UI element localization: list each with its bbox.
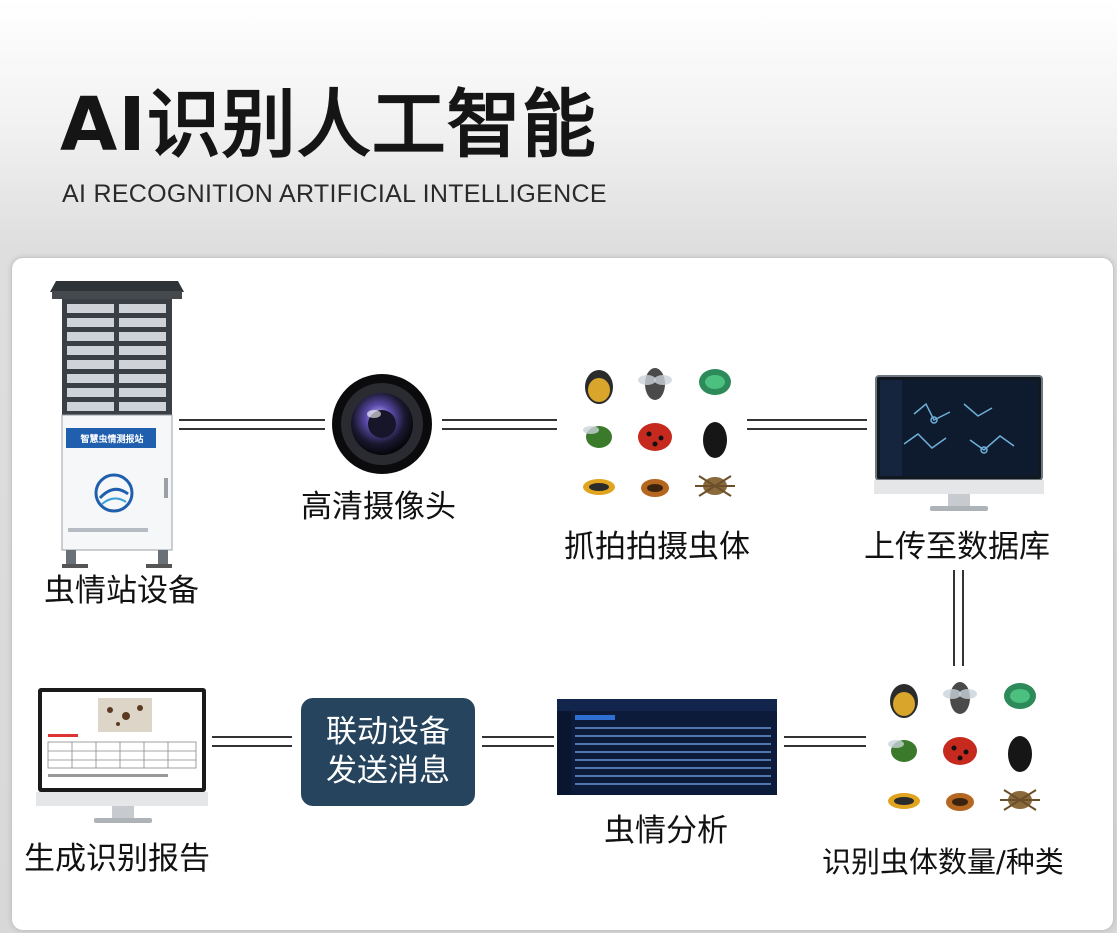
- page-title: AI识别人工智能: [60, 82, 597, 168]
- linkage-line-2: 发送消息: [326, 753, 450, 789]
- database-monitor-icon: [874, 375, 1044, 511]
- station-panel-text: 智慧虫情测报站: [80, 435, 144, 445]
- connector-linkage-analysis: [482, 736, 554, 747]
- connector-analysis-identify: [784, 736, 866, 747]
- capture-label: 抓拍拍摄虫体: [564, 529, 750, 565]
- connector-report-linkage: [212, 736, 292, 747]
- linkage-line-1: 联动设备: [326, 714, 450, 751]
- connector-upload-identify: [953, 570, 964, 666]
- hd-camera-lens-icon: [332, 374, 432, 474]
- connector-station-camera: [179, 419, 325, 430]
- report-label: 生成识别报告: [24, 841, 210, 877]
- camera-label: 高清摄像头: [301, 489, 456, 525]
- linkage-message-box: 联动设备 发送消息: [301, 698, 475, 806]
- insect-grid-icon: [888, 682, 1040, 811]
- upload-label: 上传至数据库: [864, 529, 1050, 565]
- connector-capture-upload: [747, 419, 867, 430]
- diagram-panel: 智慧虫情测报站 虫情站设备 高清摄像头: [11, 257, 1114, 931]
- insect-grid-icon: [583, 368, 735, 497]
- analysis-screen-icon: [557, 699, 777, 795]
- pest-station-cabinet-icon: [50, 281, 184, 568]
- station-label: 虫情站设备: [44, 573, 199, 609]
- connector-camera-capture: [442, 419, 557, 430]
- identify-label: 识别虫体数量/种类: [822, 845, 1064, 879]
- report-monitor-icon: [36, 688, 208, 823]
- page-subtitle: AI RECOGNITION ARTIFICIAL INTELLIGENCE: [62, 180, 607, 208]
- analysis-label: 虫情分析: [604, 813, 728, 849]
